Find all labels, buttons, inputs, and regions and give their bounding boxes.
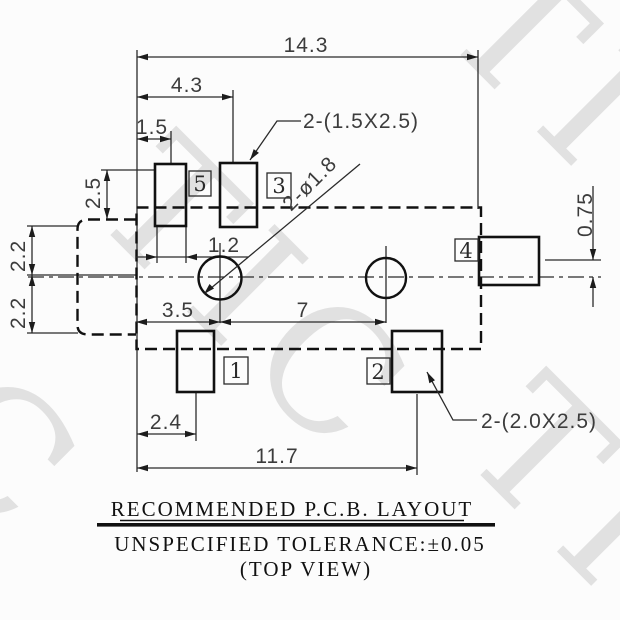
dim-pad1-center: 2.4: [150, 411, 182, 434]
hole-left: [197, 255, 243, 301]
body-left-protrusion: [76, 218, 136, 336]
dim-body-half-upper: 2.2: [7, 240, 30, 272]
pad-label-1: 1: [229, 359, 242, 383]
dim-pad3-center: 4.3: [171, 74, 203, 97]
callout-bottom-pads: 2-(2.0X2.5): [481, 410, 597, 433]
pad-1: [175, 329, 216, 394]
pad-label-5: 5: [193, 172, 206, 196]
footer-rule: [97, 523, 495, 527]
dim-pad5-center: 1.5: [136, 116, 168, 139]
pad-3: [218, 161, 259, 229]
footer-title: RECOMMENDED P.C.B. LAYOUT: [111, 497, 474, 521]
pad-2: [390, 329, 444, 394]
pad-label-4: 4: [459, 239, 472, 263]
dim-hole-pitch: 7: [297, 299, 310, 322]
pad-5: [153, 162, 188, 228]
dim-pad-height: 2.5: [82, 177, 105, 209]
callout-top-pads: 2-(1.5X2.5): [303, 110, 419, 133]
dim-pad5-width: 1.2: [208, 234, 240, 257]
footer-tolerance: UNSPECIFIED TOLERANCE:±0.05: [114, 532, 486, 556]
pad-4: [477, 235, 541, 287]
dim-overall-width: 14.3: [284, 34, 329, 57]
dim-hole1-center: 3.5: [162, 299, 194, 322]
dim-body-half-lower: 2.2: [7, 297, 30, 329]
hole-right: [364, 256, 408, 300]
pad-label-3: 3: [272, 174, 285, 198]
dim-pad2-center: 11.7: [255, 445, 298, 468]
footer-view: (TOP VIEW): [240, 557, 372, 581]
body-outline: [135, 206, 483, 351]
dim-pad4-offset: 0.75: [574, 192, 597, 237]
pad-number-labels: 5 3 4 1 2: [188, 170, 479, 385]
leader-lines: [201, 120, 477, 421]
pad-label-2: 2: [371, 360, 384, 384]
